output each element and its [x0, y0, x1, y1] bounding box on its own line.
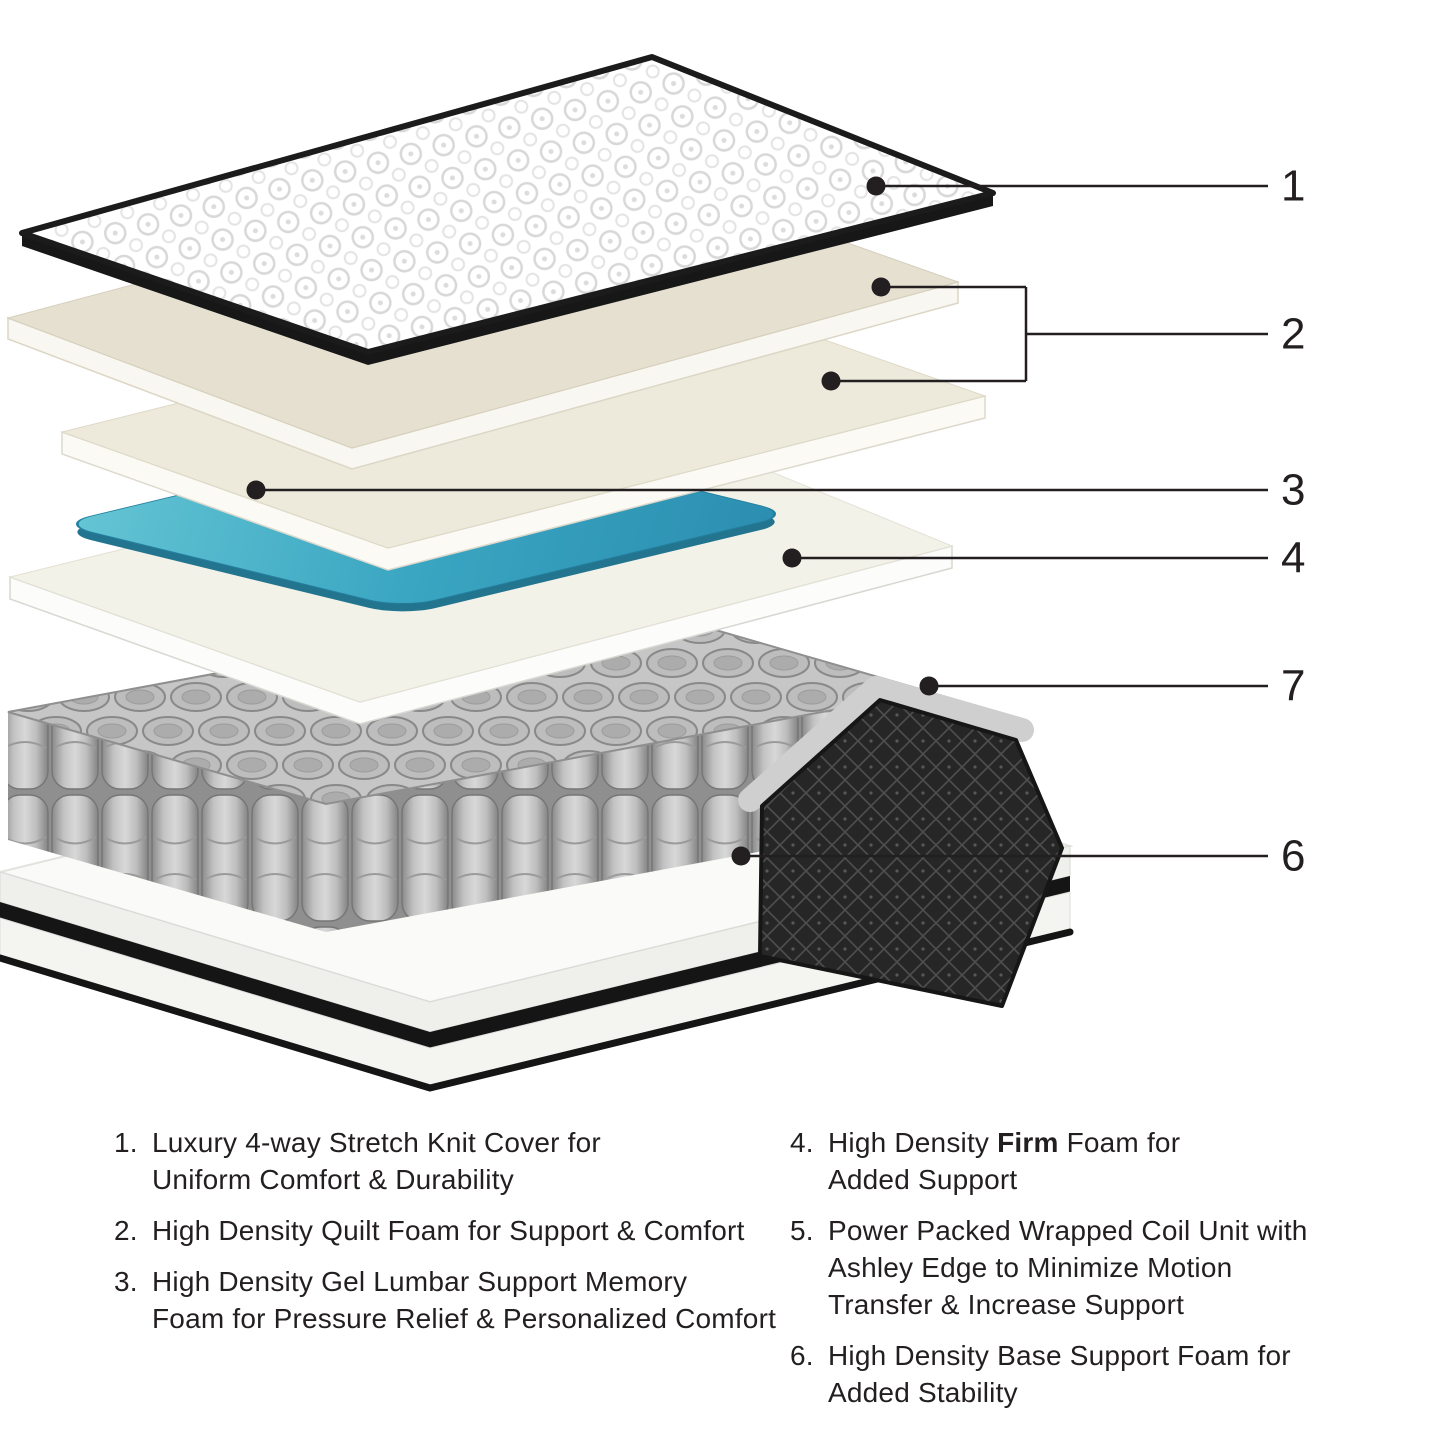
legend-item-1-number: 1. — [114, 1127, 138, 1158]
leader-dot-4 — [782, 548, 802, 568]
legend-item-4: 4. High Density Firm Foam for Added Supp… — [790, 1124, 1308, 1198]
legend-column-left: 1. Luxury 4-way Stretch Knit Cover for U… — [114, 1124, 776, 1351]
legend-item-6-text: High Density Base Support Foam for Added… — [828, 1340, 1291, 1408]
legend-item-6-number: 6. — [790, 1340, 814, 1371]
callout-label-4: 4 — [1281, 534, 1305, 583]
edge-support-wedge — [738, 676, 1064, 1008]
legend-item-1: 1. Luxury 4-way Stretch Knit Cover for U… — [114, 1124, 776, 1198]
leader-dot-7 — [919, 676, 939, 696]
callouts — [246, 176, 1268, 866]
legend-item-5-number: 5. — [790, 1215, 814, 1246]
base-black-rim — [0, 876, 1070, 1048]
callout-label-7: 7 — [1281, 662, 1305, 711]
legend-item-4-text: High Density Firm Foam for Added Support — [828, 1127, 1181, 1195]
coil-front-face-right — [326, 692, 930, 932]
edge-wedge-light-band — [738, 676, 1034, 812]
legend-item-6: 6. High Density Base Support Foam for Ad… — [790, 1337, 1308, 1411]
leader-dot-2b — [821, 371, 841, 391]
leader-dot-2a — [871, 277, 891, 297]
knit-cover-side — [22, 193, 993, 365]
legend-item-2-text: High Density Quilt Foam for Support & Co… — [152, 1215, 745, 1246]
legend-item-1-text: Luxury 4-way Stretch Knit Cover for Unif… — [152, 1127, 601, 1195]
coil-front-face-left — [8, 712, 326, 932]
callout-label-1: 1 — [1281, 162, 1305, 211]
legend-item-3: 3. High Density Gel Lumbar Support Memor… — [114, 1263, 776, 1337]
callout-label-2: 2 — [1281, 310, 1305, 359]
leader-dot-6 — [731, 846, 751, 866]
legend-item-5-text: Power Packed Wrapped Coil Unit with Ashl… — [828, 1215, 1308, 1320]
callout-label-3: 3 — [1281, 466, 1305, 515]
legend-item-4-number: 4. — [790, 1127, 814, 1158]
callout-labels: 1 2 3 4 7 6 — [1281, 162, 1305, 881]
leader-dot-1 — [866, 176, 886, 196]
knit-cover-layer — [19, 54, 996, 365]
legend-item-2: 2. High Density Quilt Foam for Support &… — [114, 1212, 776, 1249]
base-bottom-border — [0, 928, 1074, 1092]
legend-item-3-number: 3. — [114, 1266, 138, 1297]
legend-item-5: 5. Power Packed Wrapped Coil Unit with A… — [790, 1212, 1308, 1323]
callout-label-6: 6 — [1281, 832, 1305, 881]
legend-item-3-text: High Density Gel Lumbar Support Memory F… — [152, 1266, 777, 1334]
knit-cover-top — [19, 54, 996, 355]
leader-dot-3 — [246, 480, 266, 500]
legend-column-right: 4. High Density Firm Foam for Added Supp… — [790, 1124, 1308, 1425]
legend-item-2-number: 2. — [114, 1215, 138, 1246]
wrapped-coil-unit-layer — [7, 598, 931, 932]
edge-wedge-fabric — [758, 698, 1064, 1008]
